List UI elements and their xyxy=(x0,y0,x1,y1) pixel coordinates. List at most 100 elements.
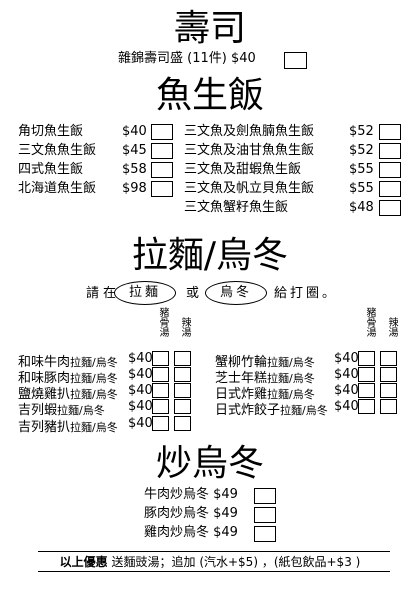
noodle-item: 和味牛肉拉麵/烏冬 xyxy=(18,351,118,371)
fish-rice-item-checkbox[interactable] xyxy=(151,143,173,159)
fish-rice-item-name: 三文魚及劍魚腩魚生飯 xyxy=(184,124,315,139)
spicy-soup-header: 辣湯 xyxy=(179,317,190,337)
fried-udon-item-checkbox[interactable] xyxy=(254,507,276,523)
noodle-item-name: 和味牛肉 xyxy=(18,355,71,370)
noodle-item-name: 吉列豬扒 xyxy=(18,420,71,435)
noodle-item-suffix: 拉麵/烏冬 xyxy=(267,356,315,369)
spicy-checkbox[interactable] xyxy=(174,416,191,431)
spicy-checkbox[interactable] xyxy=(174,399,191,414)
noodle-item: 吉列蝦拉麵/烏冬 xyxy=(18,399,105,419)
spicy-checkbox[interactable] xyxy=(174,383,191,398)
ramen-option-oval[interactable]: 拉麵 xyxy=(114,281,176,305)
fish-rice-item-checkbox[interactable] xyxy=(379,124,401,140)
noodle-item-name: 吉列蝦 xyxy=(18,403,58,418)
noodle-item: 鹽燒雞扒拉麵/烏冬 xyxy=(18,383,118,403)
noodle-item-suffix: 拉麵/烏冬 xyxy=(70,356,118,369)
sushi-item-label: 雜錦壽司盛 (11件) $40 xyxy=(118,51,256,66)
fish-rice-item-name: 三文魚及甜蝦魚生飯 xyxy=(184,162,302,177)
spicy-soup-header: 辣湯 xyxy=(386,317,397,337)
pork-bone-checkbox[interactable] xyxy=(152,367,169,382)
spicy-checkbox[interactable] xyxy=(174,367,191,382)
noodle-item-name: 日式炸餃子 xyxy=(215,403,281,418)
noodle-item-suffix: 拉麵/烏冬 xyxy=(280,404,328,417)
fish-rice-item-price: $55 xyxy=(349,162,374,177)
fish-rice-item-name: 三文魚魚生飯 xyxy=(18,143,97,158)
instruction-text: 請在 xyxy=(86,286,121,301)
fish-rice-item-checkbox[interactable] xyxy=(151,162,173,178)
footer-rest: 送麵豉湯；追加 (汽水+$5) ，(紙包飲品+$3 ) xyxy=(111,555,361,569)
fish-rice-item-name: 角切魚生飯 xyxy=(18,124,84,139)
pork-bone-checkbox[interactable] xyxy=(358,351,375,366)
pork-bone-checkbox[interactable] xyxy=(358,383,375,398)
fried-udon-item-label: 豚肉炒烏冬 $49 xyxy=(144,506,238,521)
fish-rice-item-checkbox[interactable] xyxy=(379,200,401,216)
noodle-item-suffix: 拉麵/烏冬 xyxy=(57,404,105,417)
fried-udon-item-checkbox[interactable] xyxy=(254,488,276,504)
fish-rice-item-price: $55 xyxy=(349,181,374,196)
pork-bone-checkbox[interactable] xyxy=(152,383,169,398)
pork-bone-checkbox[interactable] xyxy=(152,416,169,431)
noodle-item-price: $40 xyxy=(128,399,153,414)
noodle-item: 芝士年糕拉麵/烏冬 xyxy=(215,367,315,387)
sushi-title: 壽司 xyxy=(173,8,246,49)
fried-udon-title: 炒烏冬 xyxy=(155,443,264,484)
noodle-item-price: $40 xyxy=(128,416,153,431)
noodle-item-price: $40 xyxy=(334,383,359,398)
noodle-item-name: 和味豚肉 xyxy=(18,371,71,386)
pork-bone-soup-header: 豬骨湯 xyxy=(364,307,375,337)
footer-lead: 以上優惠 xyxy=(59,555,108,569)
noodle-item-price: $40 xyxy=(334,367,359,382)
fish-rice-item-checkbox[interactable] xyxy=(379,162,401,178)
fried-udon-item-label: 牛肉炒烏冬 $49 xyxy=(144,487,238,502)
noodle-item-suffix: 拉麵/烏冬 xyxy=(70,372,118,385)
fish-rice-item-price: $98 xyxy=(122,181,147,196)
footer-bottom-rule xyxy=(38,571,390,572)
fish-rice-item-name: 北海道魚生飯 xyxy=(18,181,97,196)
fish-rice-item-checkbox[interactable] xyxy=(151,181,173,197)
pork-bone-soup-header: 豬骨湯 xyxy=(157,307,168,337)
spicy-checkbox[interactable] xyxy=(380,351,397,366)
pork-bone-checkbox[interactable] xyxy=(152,351,169,366)
noodle-item-price: $40 xyxy=(128,367,153,382)
fish-rice-item-price: $48 xyxy=(349,200,374,215)
udon-option-oval[interactable]: 烏冬 xyxy=(205,281,267,305)
footer-note: 以上優惠 送麵豉湯；追加 (汽水+$5) ，(紙包飲品+$3 ) xyxy=(0,554,420,570)
noodle-item-name: 日式炸雞 xyxy=(215,387,268,402)
noodles-title: 拉麵/烏冬 xyxy=(131,235,289,276)
pork-bone-checkbox[interactable] xyxy=(152,399,169,414)
noodle-item-suffix: 拉麵/烏冬 xyxy=(70,388,118,401)
noodle-item: 吉列豬扒拉麵/烏冬 xyxy=(18,416,118,436)
fish-rice-item-name: 三文魚及帆立貝魚生飯 xyxy=(184,181,315,196)
noodle-item-price: $40 xyxy=(128,351,153,366)
instruction-text: 或 xyxy=(186,286,200,301)
noodle-item-suffix: 拉麵/烏冬 xyxy=(70,421,118,434)
fish-rice-item-price: $40 xyxy=(122,124,147,139)
sushi-item-checkbox[interactable] xyxy=(284,52,307,69)
spicy-checkbox[interactable] xyxy=(380,399,397,414)
noodle-item: 日式炸雞拉麵/烏冬 xyxy=(215,383,315,403)
pork-bone-checkbox[interactable] xyxy=(358,367,375,382)
spicy-checkbox[interactable] xyxy=(380,383,397,398)
spicy-checkbox[interactable] xyxy=(380,367,397,382)
fish-rice-item-checkbox[interactable] xyxy=(379,143,401,159)
fish-rice-title: 魚生飯 xyxy=(155,75,264,116)
noodle-item-suffix: 拉麵/烏冬 xyxy=(267,388,315,401)
fish-rice-item-price: $58 xyxy=(122,162,147,177)
fish-rice-item-price: $52 xyxy=(349,124,374,139)
noodle-item-name: 芝士年糕 xyxy=(215,371,268,386)
fish-rice-item-checkbox[interactable] xyxy=(379,181,401,197)
fried-udon-item-checkbox[interactable] xyxy=(254,526,276,542)
noodle-item-suffix: 拉麵/烏冬 xyxy=(267,372,315,385)
fish-rice-item-name: 三文魚蟹籽魚生飯 xyxy=(184,200,289,215)
pork-bone-checkbox[interactable] xyxy=(358,399,375,414)
fish-rice-item-name: 三文魚及油甘魚魚生飯 xyxy=(184,143,315,158)
footer-top-rule xyxy=(38,551,390,552)
noodle-item-name: 鹽燒雞扒 xyxy=(18,387,71,402)
noodle-item-price: $40 xyxy=(334,399,359,414)
instruction-text: 給打圈。 xyxy=(274,286,339,301)
noodle-item-price: $40 xyxy=(128,383,153,398)
spicy-checkbox[interactable] xyxy=(174,351,191,366)
fish-rice-item-price: $45 xyxy=(122,143,147,158)
fried-udon-item-label: 雞肉炒烏冬 $49 xyxy=(144,525,238,540)
fish-rice-item-checkbox[interactable] xyxy=(151,124,173,140)
